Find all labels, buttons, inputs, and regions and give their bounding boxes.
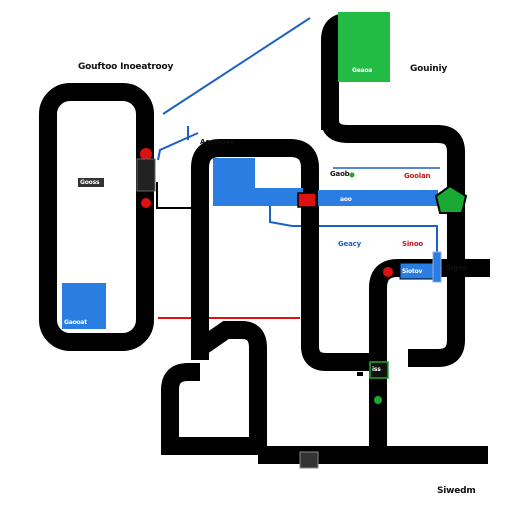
label-center-mid-red: Sinoo <box>402 240 424 248</box>
label-center-top: Aosmovo <box>200 138 235 146</box>
green-dot <box>374 396 382 404</box>
blue-post <box>432 251 442 283</box>
track-bottom-left <box>161 321 267 455</box>
red-dot-right <box>383 267 393 277</box>
label-bottom-right: Siwedm <box>437 486 476 496</box>
node-box-left <box>136 158 156 192</box>
blue-connector-right <box>269 200 438 256</box>
red-dot-lower <box>141 198 151 208</box>
label-blue-tag: Siotov <box>402 268 423 275</box>
label-green-box: Geaoa <box>352 67 373 74</box>
blue-connector-top <box>162 17 311 115</box>
red-box <box>297 192 317 208</box>
green-node <box>434 184 468 214</box>
label-small-1: aoo <box>340 196 352 203</box>
black-connector <box>156 182 200 209</box>
node-box-green <box>369 361 389 379</box>
node-box-bottom <box>299 451 319 469</box>
label-center-mid-blue: Geacy <box>338 240 361 248</box>
label-top-left: Gouftoo Inoeatrooy <box>78 62 174 72</box>
track-left <box>39 83 154 351</box>
label-right-panel: Sigeo <box>446 264 468 272</box>
node-label-bg <box>78 178 104 187</box>
green-dot-small <box>349 172 355 178</box>
track-right-branch <box>369 259 490 455</box>
blue-connector-mid <box>157 132 199 161</box>
label-small-2: iss <box>372 366 381 373</box>
label-left-inner: Gooss <box>80 179 100 186</box>
blue-box-center <box>213 158 255 206</box>
label-top-right: Gouiniy <box>410 64 448 74</box>
blue-bar-right <box>318 190 438 206</box>
blue-bar-center <box>255 188 303 206</box>
label-center-right-2: Goolan <box>404 172 431 180</box>
green-box <box>338 12 390 82</box>
blue-box-left <box>62 283 106 329</box>
track-right-loop <box>321 119 465 367</box>
track-center-loop <box>191 139 370 371</box>
track-bottom-join <box>194 321 244 356</box>
label-center-right-1: Gaob <box>330 170 350 178</box>
label-left-box: Gaooat <box>64 319 87 326</box>
red-dot-upper <box>140 148 152 160</box>
